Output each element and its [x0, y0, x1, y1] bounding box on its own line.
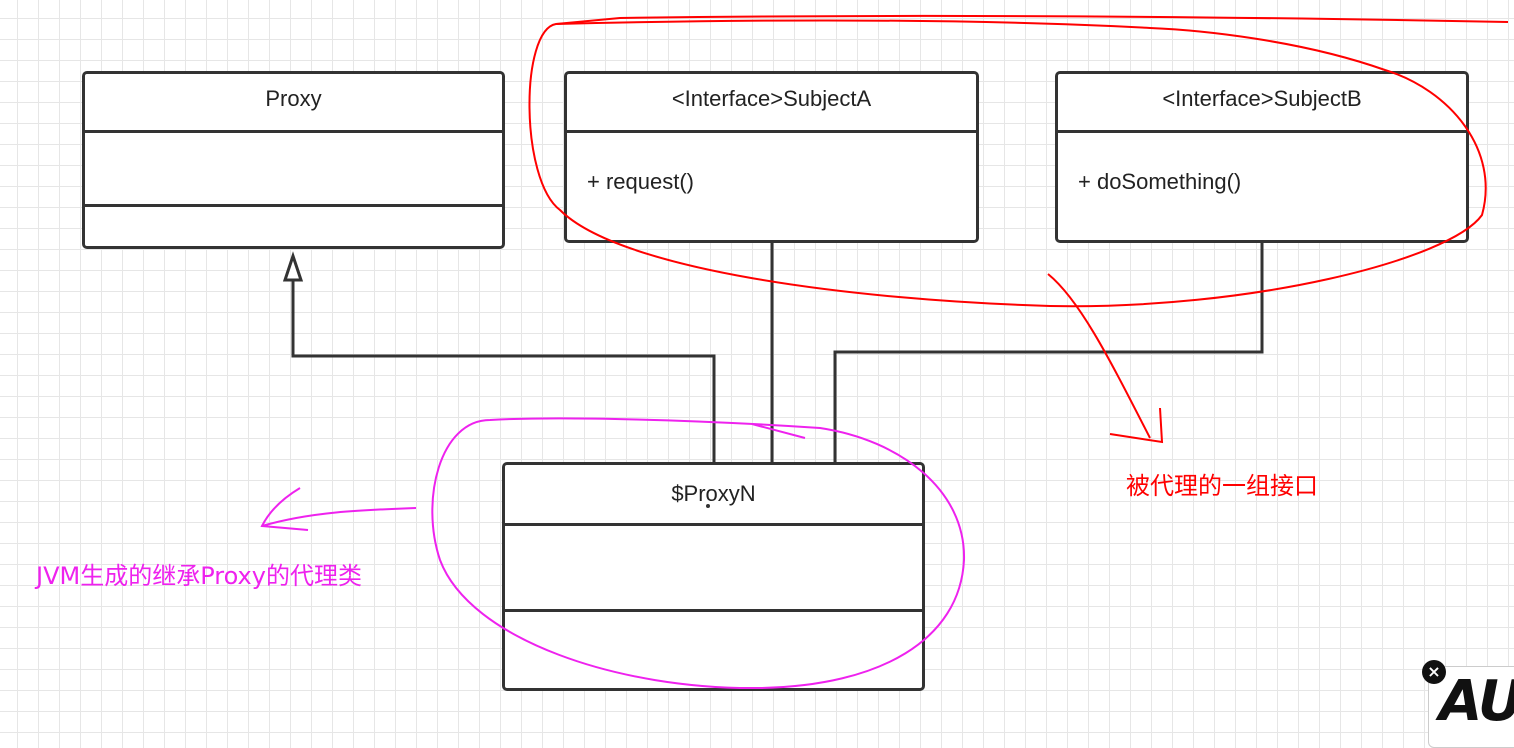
floating-widget[interactable]: AU — [1428, 666, 1514, 748]
generated-class-note: JVM生成的继承Proxy的代理类 — [36, 562, 362, 590]
class-proxy-n[interactable]: $ProxyN — [502, 462, 925, 691]
interface-subject-b-divider — [1058, 130, 1466, 133]
interface-subject-a-divider — [567, 130, 976, 133]
interface-subject-b[interactable]: <Interface>SubjectB + doSomething() — [1055, 71, 1469, 243]
interfaces-note: 被代理的一组接口 — [1126, 472, 1318, 500]
class-proxy-divider-1 — [85, 130, 502, 133]
interface-subject-b-method: + doSomething() — [1078, 169, 1242, 194]
inheritance-arrowhead — [282, 251, 304, 282]
subject-b-link — [833, 242, 1264, 462]
red-arrow-head — [1109, 407, 1164, 444]
interface-subject-b-title: <Interface>SubjectB — [1162, 86, 1362, 111]
class-proxy-n-divider-2 — [505, 609, 922, 612]
magenta-arrow-line — [261, 507, 417, 527]
red-loop-tail — [555, 14, 1509, 25]
magenta-loop — [431, 417, 966, 690]
magenta-stroke — [751, 423, 806, 439]
class-proxy-divider-2 — [85, 204, 502, 207]
class-proxy-n-divider-1 — [505, 523, 922, 526]
class-proxy-title: Proxy — [265, 86, 322, 111]
interface-subject-a-method: + request() — [587, 169, 694, 194]
class-proxy-n-title: $ProxyN — [671, 481, 756, 506]
red-arrow-line — [1047, 273, 1151, 439]
red-loop — [528, 19, 1487, 308]
interface-subject-a[interactable]: <Interface>SubjectA + request() — [564, 71, 979, 243]
interface-subject-a-title: <Interface>SubjectA — [671, 86, 872, 111]
inheritance-line — [291, 280, 716, 462]
class-proxy[interactable]: Proxy — [82, 71, 505, 249]
center-dot — [706, 504, 710, 508]
magenta-arrow-head — [260, 487, 309, 531]
widget-logo: AU — [1439, 669, 1514, 734]
close-icon[interactable]: × — [1422, 660, 1446, 684]
